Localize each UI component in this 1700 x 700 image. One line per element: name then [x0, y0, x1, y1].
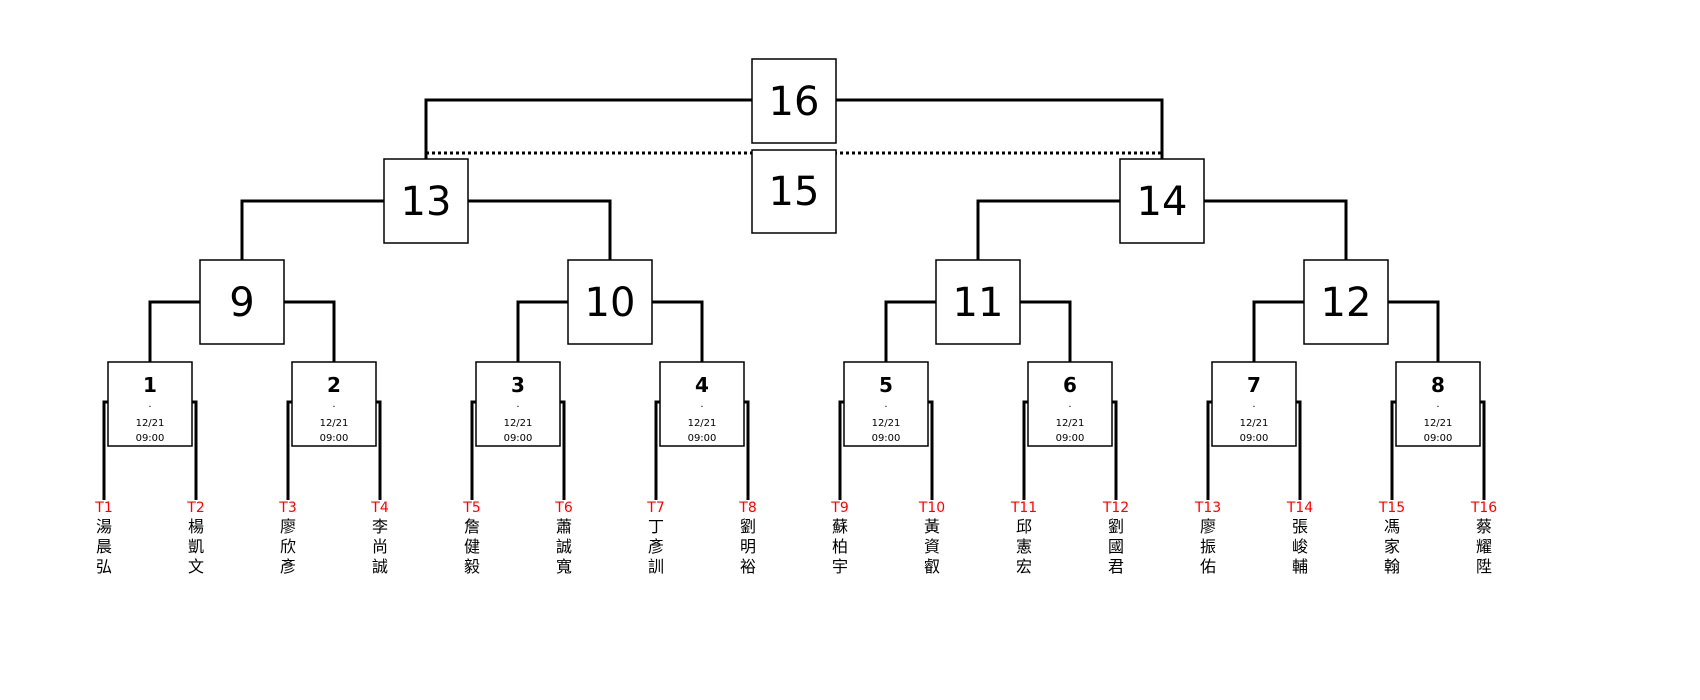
final-number: 16	[769, 79, 820, 125]
match-date: 12/21	[1240, 418, 1269, 429]
match-number: 9	[229, 280, 254, 326]
match-number: 14	[1137, 179, 1188, 225]
team-name: 蕭誠寬	[556, 517, 572, 576]
match-number: 5	[879, 373, 893, 397]
match-dot: .	[1436, 399, 1439, 410]
match-box[interactable]	[1119, 158, 1205, 244]
match-time: 09:00	[1240, 433, 1269, 444]
team-name: 劉國君	[1108, 517, 1124, 576]
team-id: T3	[278, 500, 296, 516]
match-number: 1	[143, 373, 157, 397]
team-name: 湯晨弘	[96, 517, 112, 576]
team-name: 詹健毅	[464, 517, 480, 576]
team-name: 李尚誠	[372, 517, 388, 576]
match-number: 13	[401, 179, 452, 225]
match-number: 7	[1247, 373, 1261, 397]
team-name: 丁彥訓	[648, 517, 664, 576]
match-dot: .	[884, 399, 887, 410]
third-place-box[interactable]	[751, 149, 837, 234]
match-box[interactable]	[843, 361, 929, 447]
match-dot: .	[1252, 399, 1255, 410]
team-id: T8	[738, 500, 756, 516]
team-id: T4	[370, 500, 389, 516]
match-box[interactable]	[1027, 361, 1113, 447]
match-time: 09:00	[1056, 433, 1085, 444]
team-name: 張峻輔	[1292, 517, 1308, 576]
match-box[interactable]	[107, 361, 193, 447]
team-name: 廖欣彥	[280, 517, 296, 576]
team-name: 馮家翰	[1384, 517, 1400, 576]
team-id: T13	[1194, 500, 1221, 516]
team-name: 蔡耀陞	[1476, 517, 1492, 576]
final-box[interactable]	[751, 58, 837, 144]
team-name: 劉明裕	[740, 517, 756, 576]
match-box[interactable]	[1395, 361, 1481, 447]
match-date: 12/21	[504, 418, 533, 429]
team-id: T2	[186, 500, 204, 516]
match-number: 4	[695, 373, 709, 397]
team-name: 蘇柏宇	[832, 517, 848, 576]
match-number: 8	[1431, 373, 1445, 397]
match-time: 09:00	[320, 433, 349, 444]
team-id: T14	[1286, 500, 1313, 516]
match-time: 09:00	[688, 433, 717, 444]
match-dot: .	[1068, 399, 1071, 410]
team-id: T16	[1470, 500, 1497, 516]
match-dot: .	[148, 399, 151, 410]
match-number: 10	[585, 280, 636, 326]
match-date: 12/21	[320, 418, 349, 429]
team-id: T5	[462, 500, 480, 516]
match-number: 12	[1321, 280, 1372, 326]
team-id: T12	[1102, 500, 1129, 516]
team-name: 黃資叡	[924, 517, 940, 576]
match-number: 11	[953, 280, 1004, 326]
third-place-number: 15	[769, 169, 820, 215]
match-number: 6	[1063, 373, 1077, 397]
match-time: 09:00	[872, 433, 901, 444]
match-box[interactable]	[291, 361, 377, 447]
team-name: 楊凱文	[188, 517, 204, 576]
match-time: 09:00	[136, 433, 165, 444]
match-time: 09:00	[504, 433, 533, 444]
match-date: 12/21	[136, 418, 165, 429]
team-id: T7	[646, 500, 664, 516]
match-dot: .	[516, 399, 519, 410]
match-box[interactable]	[659, 361, 745, 447]
match-box[interactable]	[383, 158, 469, 244]
team-id: T1	[94, 500, 112, 516]
match-number: 2	[327, 373, 341, 397]
match-box[interactable]	[567, 259, 653, 345]
match-date: 12/21	[688, 418, 717, 429]
team-id: T15	[1378, 500, 1405, 516]
team-name: 邱憲宏	[1016, 517, 1032, 576]
match-dot: .	[332, 399, 335, 410]
match-box[interactable]	[475, 361, 561, 447]
match-date: 12/21	[1056, 418, 1085, 429]
match-box[interactable]	[935, 259, 1021, 345]
team-name: 廖振佑	[1200, 517, 1216, 576]
match-box[interactable]	[199, 259, 285, 345]
team-id: T11	[1010, 500, 1037, 516]
match-time: 09:00	[1424, 433, 1453, 444]
match-number: 3	[511, 373, 525, 397]
match-date: 12/21	[1424, 418, 1453, 429]
team-id: T10	[918, 500, 945, 516]
team-id: T6	[554, 500, 573, 516]
team-id: T9	[830, 500, 848, 516]
match-date: 12/21	[872, 418, 901, 429]
match-dot: .	[700, 399, 703, 410]
match-box[interactable]	[1303, 259, 1389, 345]
